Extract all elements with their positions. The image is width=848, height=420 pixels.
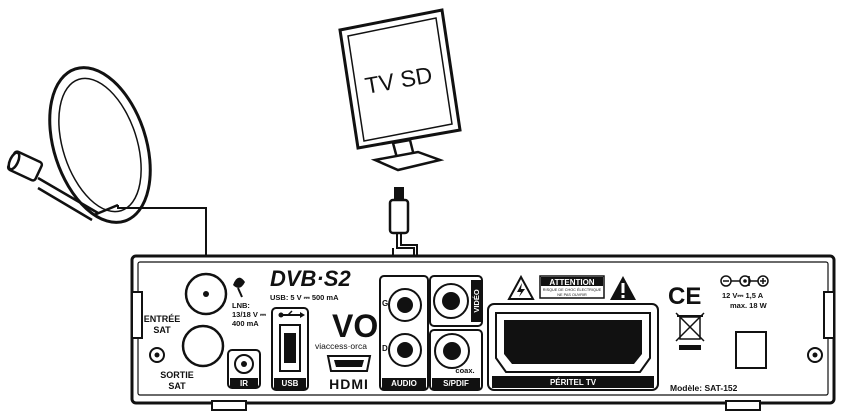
- audio-left-label: G: [382, 299, 388, 308]
- spdif-label: S/PDIF: [443, 379, 469, 388]
- svg-text:VO: VO: [332, 308, 378, 344]
- scart-label: PÉRITEL TV: [550, 378, 597, 387]
- model-label: Modèle: SAT-152: [670, 383, 738, 393]
- video-port[interactable]: VIDÉO: [429, 275, 483, 327]
- spdif-port[interactable]: coax. S/PDIF: [429, 329, 483, 391]
- audio-left-port[interactable]: [388, 288, 422, 322]
- weee-bin-icon: [675, 312, 705, 350]
- video-label: VIDÉO: [472, 289, 481, 313]
- dvb-s2-logo: DVB·S2: [270, 266, 351, 291]
- sat-out-port[interactable]: [181, 324, 225, 368]
- usb-label: USB: [282, 379, 299, 388]
- scart-port[interactable]: PÉRITEL TV: [487, 303, 659, 391]
- usb-port[interactable]: USB: [271, 307, 309, 391]
- audio-right-label: D: [382, 344, 388, 353]
- lnb-icon: [6, 150, 44, 182]
- sat-in-port[interactable]: [184, 272, 228, 316]
- warning-label: ATTENTION RISQUE DE CHOC ÉLECTRIQUE NE P…: [507, 274, 636, 300]
- warning-title: ATTENTION: [549, 278, 594, 287]
- viaccess-orca-logo: VO viaccess·orca: [315, 308, 378, 351]
- audio-label: AUDIO: [391, 379, 417, 388]
- exclamation-warning-icon: [610, 276, 636, 300]
- screw-icon: [807, 347, 823, 363]
- power-spec-line1: 12 V⎓ 1,5 A: [722, 291, 764, 300]
- spdif-top-label: coax.: [455, 366, 474, 375]
- usb-spec-label: USB: 5 V ⎓ 500 mA: [270, 293, 339, 302]
- lightning-warning-icon: [507, 274, 535, 300]
- lnb-spec-label: LNB:13/18 V ⎓400 mA: [232, 301, 267, 328]
- television: TV SD: [338, 8, 462, 172]
- audio-right-port[interactable]: [388, 333, 422, 367]
- warning-line1: RISQUE DE CHOC ÉLECTRIQUE: [543, 287, 602, 292]
- hdmi-port[interactable]: [326, 355, 372, 372]
- power-spec-line2: max. 18 W: [730, 301, 768, 310]
- lnb-dish-icon: [233, 277, 245, 298]
- audio-plug-icon: [388, 187, 410, 235]
- audio-port-block: G D AUDIO: [379, 275, 429, 391]
- warning-line2: NE PAS OUVRIR: [557, 293, 587, 297]
- power-polarity-icon: [720, 275, 769, 287]
- usb-icon: [278, 310, 305, 318]
- ir-label: IR: [240, 379, 248, 388]
- screw-icon: [149, 347, 165, 363]
- viaccess-text: viaccess·orca: [315, 341, 367, 351]
- hdmi-logo: HDMI: [329, 376, 369, 392]
- ce-mark: CE: [668, 283, 701, 310]
- ir-port[interactable]: IR: [227, 349, 261, 389]
- satellite-dish: [6, 66, 152, 224]
- dc-power-jack[interactable]: [735, 331, 767, 369]
